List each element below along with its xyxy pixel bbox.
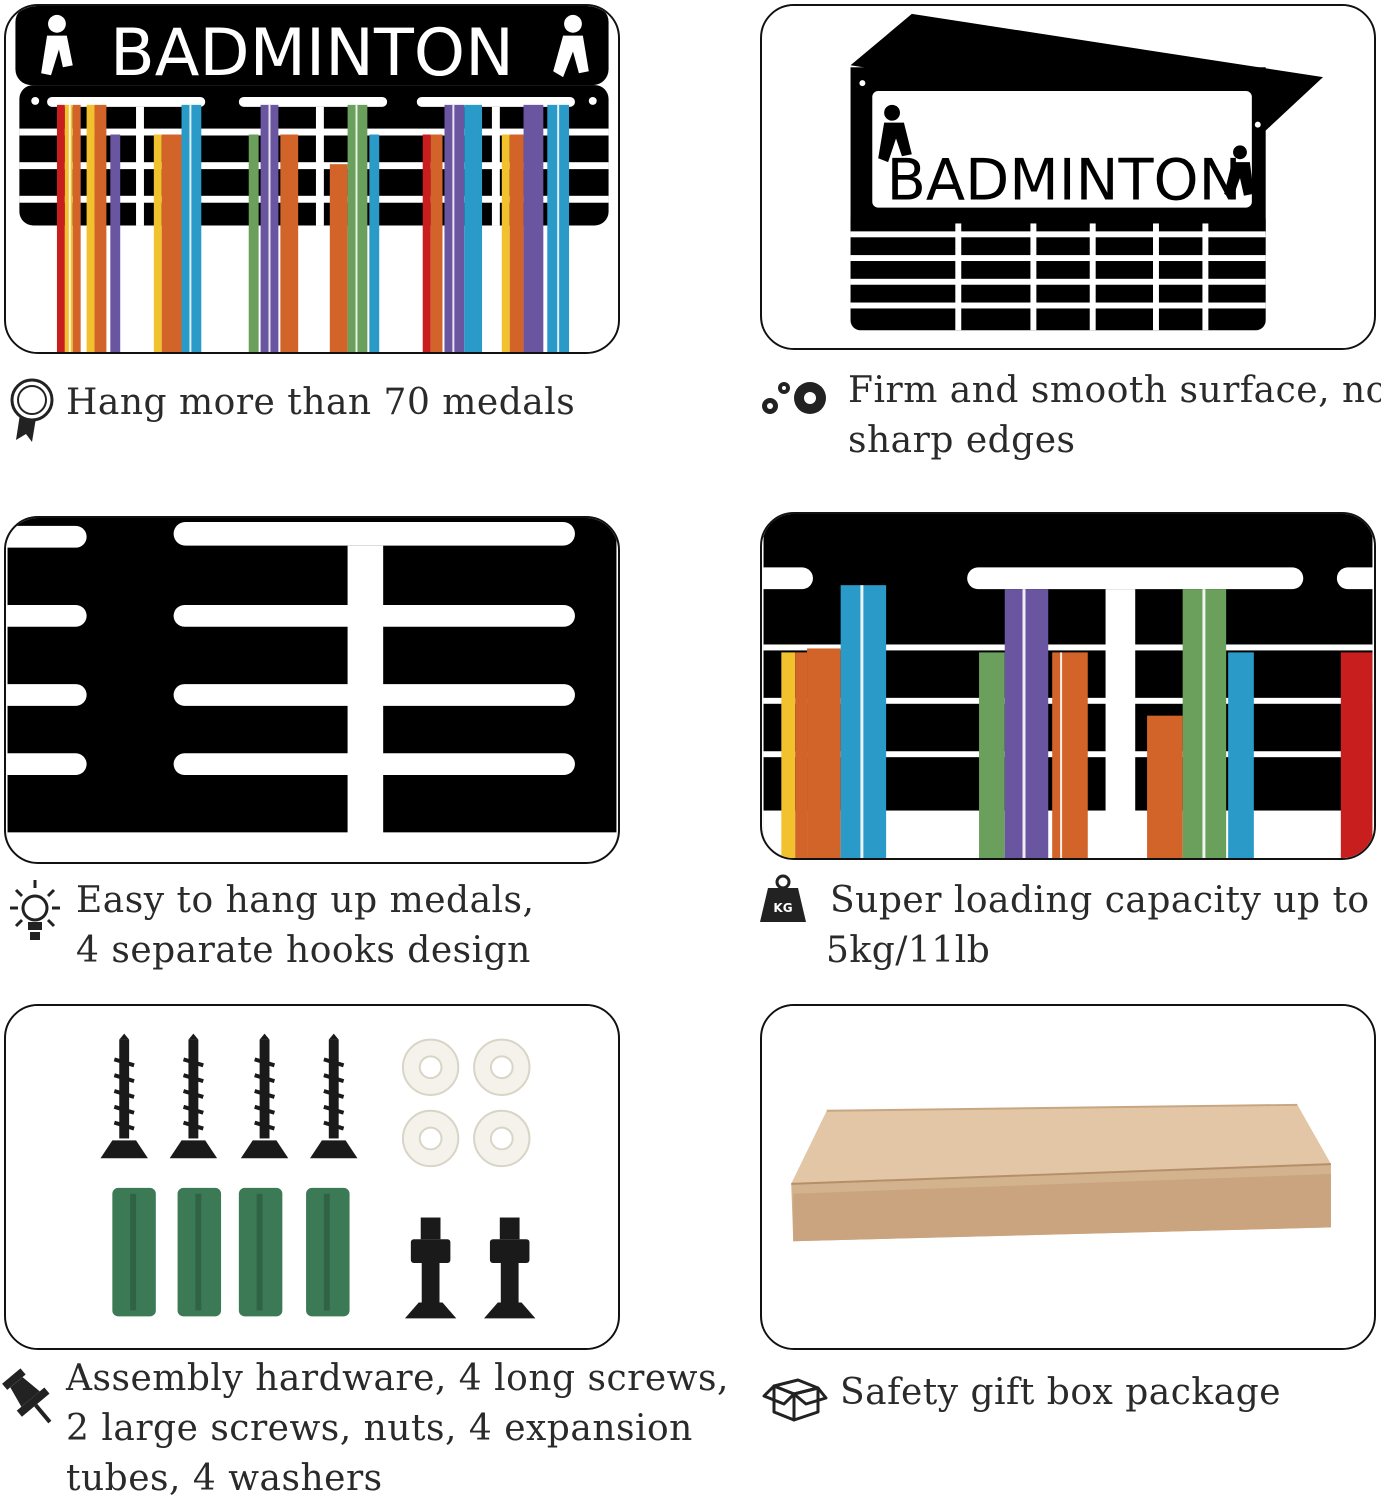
feature-caption-hardware: Assembly hardware, 4 long screws, 2 larg… bbox=[66, 1358, 729, 1499]
lightbulb-icon bbox=[0, 876, 70, 948]
panel-ribbons-closeup bbox=[760, 512, 1376, 860]
panel-rack-front-with-ribbons: BADMINTON bbox=[4, 4, 620, 354]
box-icon bbox=[760, 1370, 828, 1424]
rack-front-illustration: BADMINTON bbox=[7, 6, 617, 352]
ribbons-closeup-illustration bbox=[762, 514, 1374, 858]
gears-icon bbox=[758, 376, 834, 420]
hardware-illustration bbox=[7, 1006, 617, 1348]
panel-rack-angled-view: BADMINTON bbox=[760, 4, 1376, 350]
feature-caption-capacity: Super loading capacity up to 5kg/11lb bbox=[826, 880, 1370, 971]
award-ribbon-icon bbox=[8, 374, 56, 444]
kg-weight-icon: KG bbox=[760, 874, 806, 924]
rack-sign-text: BADMINTON bbox=[110, 15, 514, 91]
gift-box-illustration bbox=[763, 1006, 1373, 1348]
feature-caption-medals: Hang more than 70 medals bbox=[66, 382, 576, 423]
svg-text:KG: KG bbox=[773, 901, 792, 915]
feature-caption-surface: Firm and smooth surface, no sharp edges bbox=[848, 370, 1381, 461]
feature-caption-hooks: Easy to hang up medals, 4 separate hooks… bbox=[76, 880, 535, 971]
large-screws-and-nuts bbox=[404, 1217, 536, 1319]
panel-assembly-hardware bbox=[4, 1004, 620, 1350]
hooks-closeup-illustration bbox=[6, 518, 617, 862]
panel-hooks-closeup bbox=[4, 516, 620, 864]
panel-gift-box bbox=[760, 1004, 1376, 1350]
long-screws bbox=[100, 1033, 358, 1159]
feature-caption-gift-box: Safety gift box package bbox=[840, 1372, 1282, 1413]
pushpin-icon bbox=[2, 1366, 54, 1432]
rack-sign-text-angled: BADMINTON bbox=[887, 147, 1242, 214]
rack-angled-illustration: BADMINTON bbox=[763, 6, 1373, 348]
